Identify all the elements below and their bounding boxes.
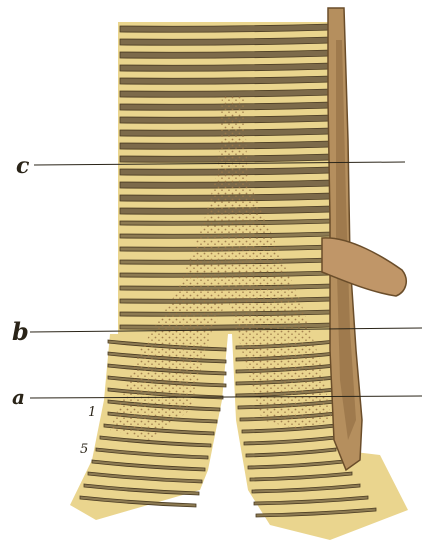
posterior-wall [322, 8, 406, 470]
label-1: 1 [88, 405, 96, 420]
label-5: 5 [80, 442, 88, 457]
label-c: c [16, 153, 30, 179]
pointer-line-a [30, 396, 422, 398]
label-a: a [12, 385, 25, 409]
label-b: b [12, 317, 29, 346]
